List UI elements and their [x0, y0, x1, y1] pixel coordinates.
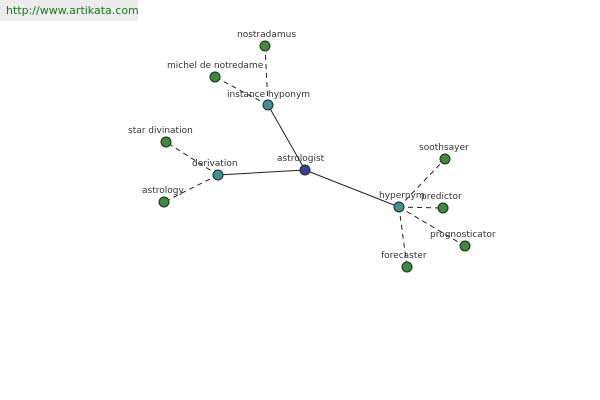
edges-layer — [163, 45, 466, 268]
labels-layer: astrologist instance hyponym derivation hyp… — [128, 30, 496, 261]
edge-astrologist-to-derivation — [217, 169, 306, 176]
node-label-astrologist[interactable]: astrologist — [277, 154, 325, 164]
node-astrology[interactable] — [158, 196, 170, 208]
edge-derivation-to-star-divination — [165, 141, 219, 176]
edge-hypernym-to-forecaster — [398, 206, 408, 268]
node-predictor[interactable] — [437, 202, 449, 214]
node-label-soothsayer[interactable]: soothsayer — [419, 143, 469, 153]
edge-derivation-to-astrology — [163, 174, 219, 203]
node-label-prognosticator[interactable]: prognosticator — [430, 230, 496, 240]
node-label-predictor[interactable]: predictor — [421, 192, 462, 202]
edge-astrologist-to-instance-hyponym — [267, 104, 306, 171]
edge-instance-hyponym-to-michel-de-notredame — [214, 76, 269, 106]
node-derivation[interactable] — [212, 169, 224, 181]
node-label-instance-hyponym[interactable]: instance hyponym — [227, 90, 310, 100]
node-forecaster[interactable] — [401, 261, 413, 273]
node-prognosticator[interactable] — [459, 240, 471, 252]
node-label-michel-de-notredame[interactable]: michel de notredame — [167, 61, 264, 71]
edge-instance-hyponym-to-nostradamus — [264, 45, 269, 106]
node-label-nostradamus[interactable]: nostradamus — [237, 30, 296, 40]
node-star-divination[interactable] — [160, 136, 172, 148]
node-michel-de-notredame[interactable] — [209, 71, 221, 83]
node-label-derivation[interactable]: derivation — [192, 159, 238, 169]
edge-hypernym-to-prognosticator — [398, 206, 466, 247]
node-label-hypernym[interactable]: hypernym — [379, 191, 425, 201]
node-label-forecaster[interactable]: forecaster — [381, 251, 427, 261]
edge-hypernym-to-predictor — [398, 206, 444, 209]
nodes-layer — [158, 40, 471, 273]
node-astrologist[interactable] — [299, 164, 311, 176]
edge-astrologist-to-hypernym — [304, 169, 400, 208]
node-soothsayer[interactable] — [439, 153, 451, 165]
node-label-astrology[interactable]: astrology — [142, 186, 184, 196]
node-hypernym[interactable] — [393, 201, 405, 213]
node-nostradamus[interactable] — [259, 40, 271, 52]
source-url-link[interactable]: http://www.artikata.com — [0, 0, 139, 21]
edge-hypernym-to-soothsayer — [398, 158, 446, 208]
node-label-star-divination[interactable]: star divination — [128, 126, 193, 136]
node-instance-hyponym[interactable] — [262, 99, 274, 111]
